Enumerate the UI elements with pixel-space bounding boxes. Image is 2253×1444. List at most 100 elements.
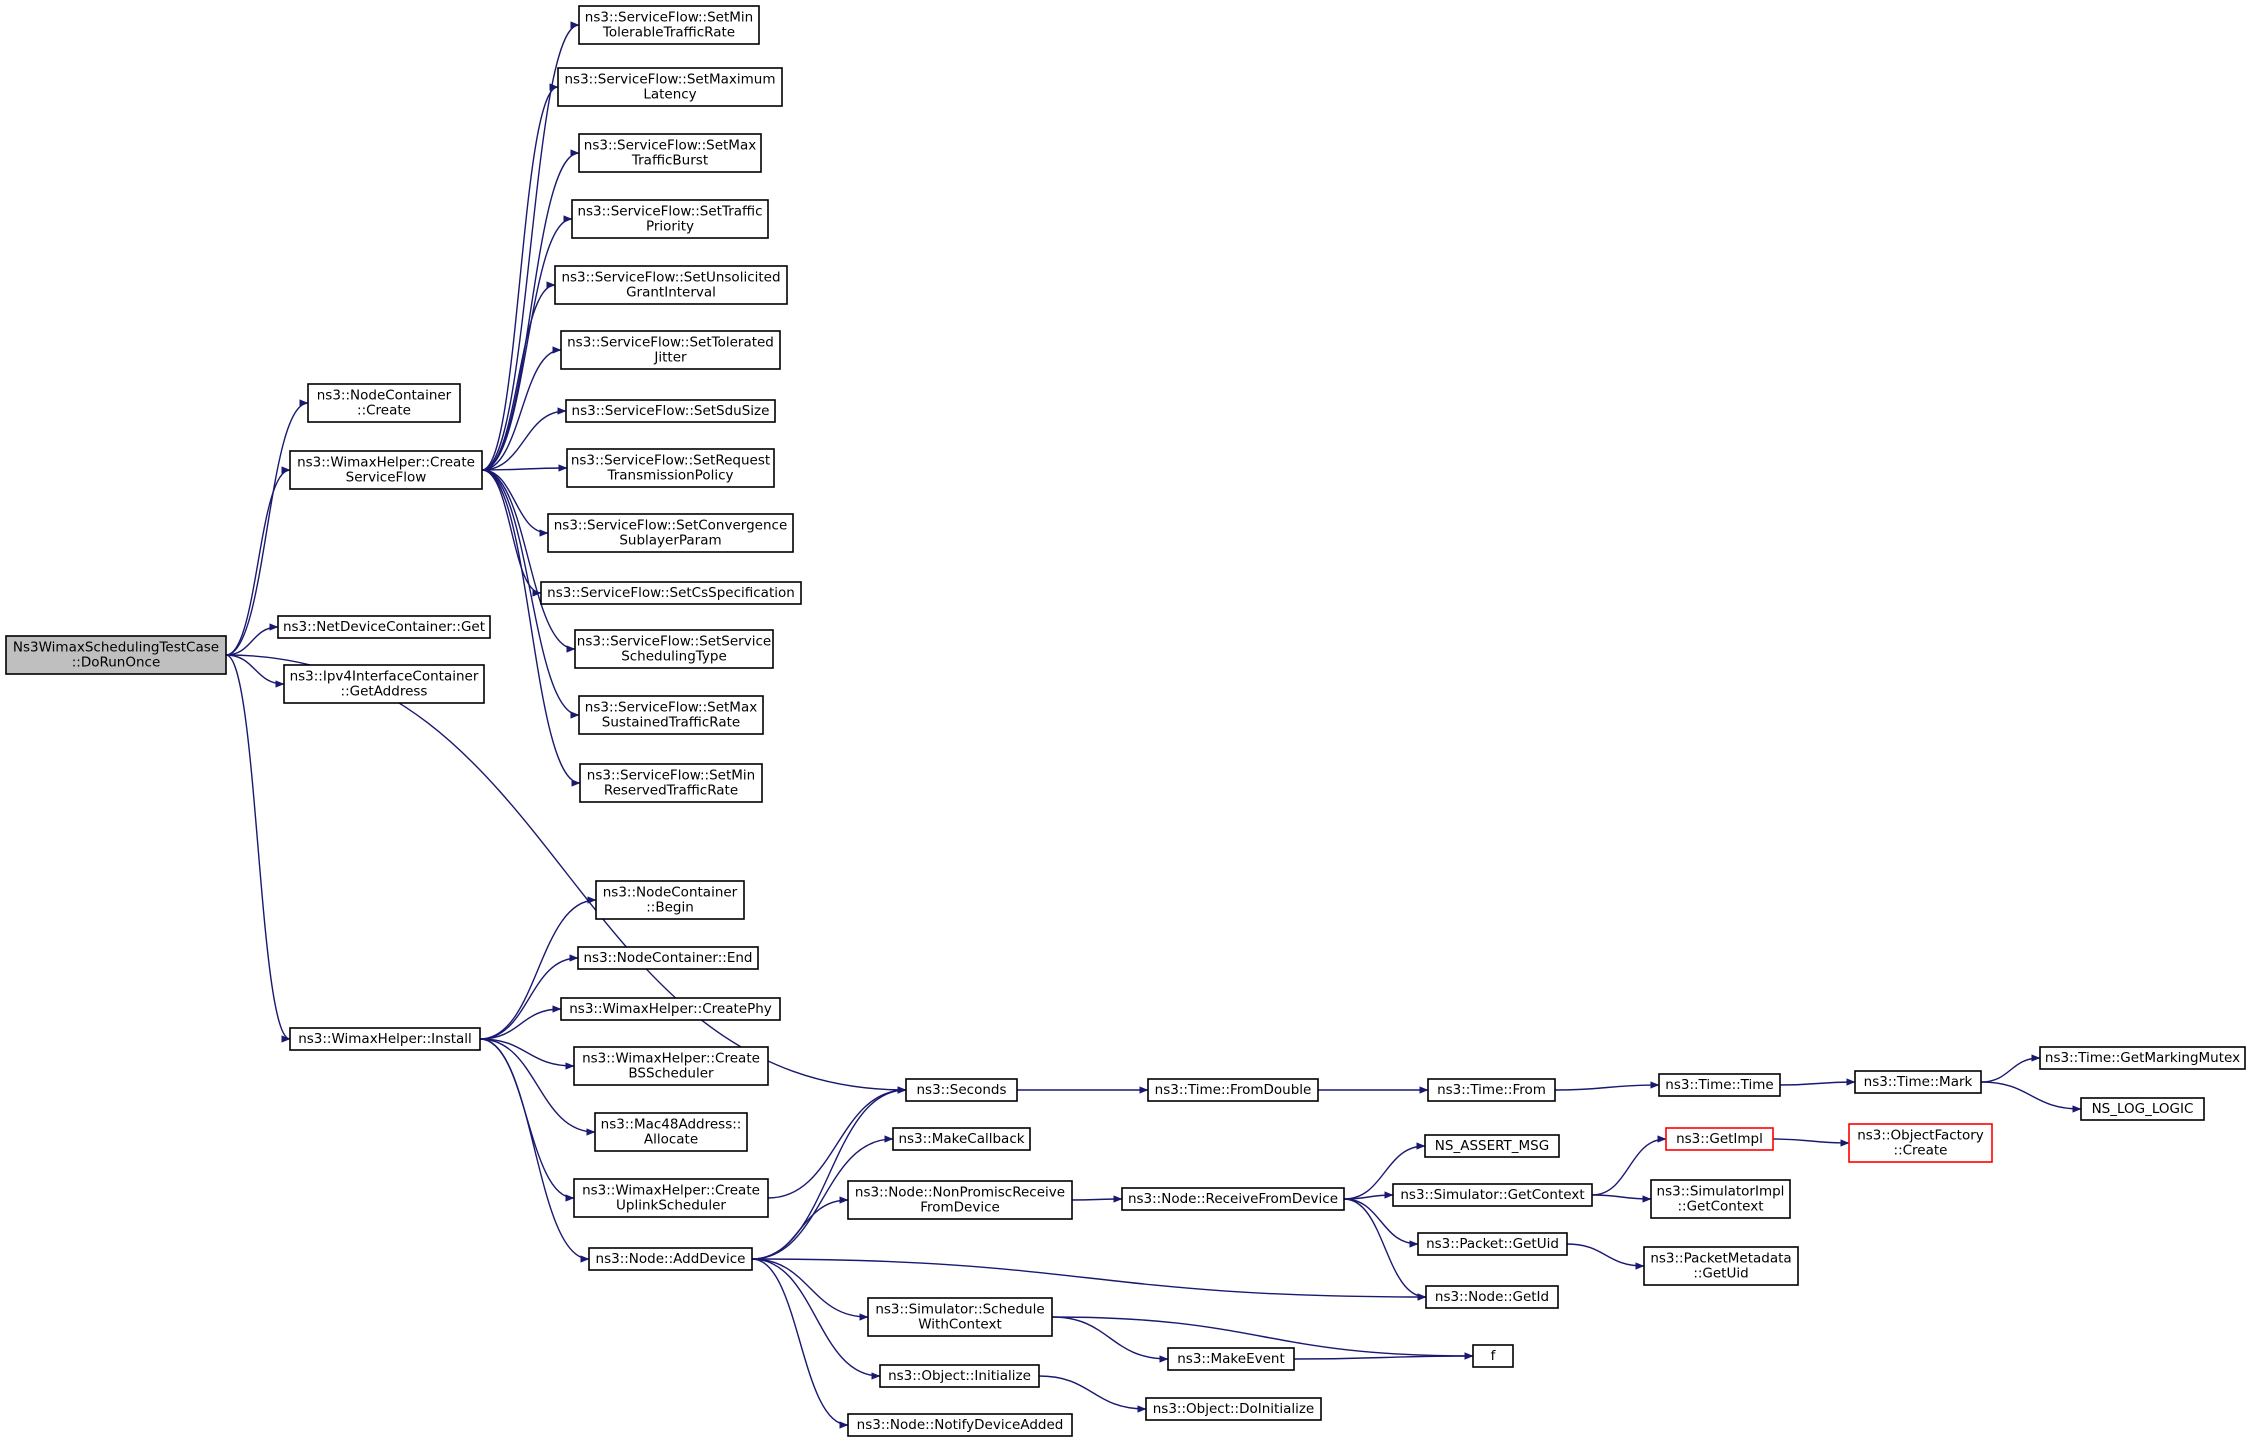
- node-nc-begin[interactable]: ns3::NodeContainer::Begin: [595, 880, 745, 920]
- node-box: [1145, 1397, 1322, 1421]
- edge-wh-csf-to-sf-maxburst: [481, 149, 580, 471]
- node-box: [1658, 1073, 1781, 1097]
- edge-time-time-to-time-mark: [1779, 1078, 1856, 1086]
- node-node-getid[interactable]: ns3::Node::GetId: [1425, 1285, 1559, 1309]
- node-label: ns3::Packet::GetUid: [1426, 1236, 1559, 1252]
- node-label: ns3::Time::From: [1437, 1082, 1546, 1098]
- node-label: ns3::WimaxHelper::Create: [582, 1051, 760, 1067]
- node-pm-getuid[interactable]: ns3::PacketMetadata::GetUid: [1643, 1246, 1799, 1286]
- node-ipv4-getaddr[interactable]: ns3::Ipv4InterfaceContainer::GetAddress: [283, 664, 485, 704]
- node-label: ns3::ServiceFlow::SetMax: [585, 700, 757, 716]
- node-nc-end[interactable]: ns3::NodeContainer::End: [577, 946, 759, 970]
- node-box: [557, 67, 783, 107]
- node-box: [579, 763, 763, 803]
- node-ndc-get[interactable]: ns3::NetDeviceContainer::Get: [277, 615, 491, 639]
- node-box: [1854, 1070, 1982, 1094]
- node-box: [595, 880, 745, 920]
- node-time-mark[interactable]: ns3::Time::Mark: [1854, 1070, 1982, 1094]
- node-node-adddev[interactable]: ns3::Node::AddDevice: [588, 1247, 753, 1271]
- edge-time-mark-to-time-gmm: [1980, 1054, 2041, 1083]
- node-label: ns3::ServiceFlow::SetTraffic: [577, 204, 762, 220]
- node-sf-rtp[interactable]: ns3::ServiceFlow::SetRequestTransmission…: [566, 448, 775, 488]
- node-time-from[interactable]: ns3::Time::From: [1427, 1078, 1556, 1102]
- edge-wh-cul-to-seconds: [767, 1086, 907, 1199]
- node-seconds[interactable]: ns3::Seconds: [905, 1078, 1018, 1102]
- edge-wh-csf-to-sf-mintol: [481, 21, 580, 471]
- edge-wh-install-to-nc-begin: [479, 896, 597, 1040]
- edge-sim-getctx-to-getimpl: [1591, 1135, 1667, 1196]
- node-label: ns3::ServiceFlow::SetMin: [585, 10, 753, 26]
- node-getimpl[interactable]: ns3::GetImpl: [1665, 1127, 1774, 1151]
- node-time-gmm[interactable]: ns3::Time::GetMarkingMutex: [2039, 1046, 2246, 1070]
- node-f[interactable]: f: [1472, 1344, 1514, 1368]
- edge-wh-csf-to-sf-sdu: [481, 407, 567, 471]
- edge-root-to-ndc-get: [225, 623, 279, 656]
- node-pkt-getuid[interactable]: ns3::Packet::GetUid: [1417, 1232, 1568, 1256]
- node-obj-doinit[interactable]: ns3::Object::DoInitialize: [1145, 1397, 1322, 1421]
- node-label: ns3::ServiceFlow::SetCsSpecification: [547, 585, 795, 601]
- node-label: ns3::Ipv4InterfaceContainer: [290, 669, 479, 685]
- node-label: TransmissionPolicy: [606, 468, 733, 484]
- node-box: [578, 5, 760, 45]
- node-simimpl-getctx[interactable]: ns3::SimulatorImpl::GetContext: [1650, 1179, 1791, 1219]
- node-label: SchedulingType: [621, 649, 727, 665]
- node-nc-create[interactable]: ns3::NodeContainer::Create: [307, 383, 461, 423]
- node-box: [554, 265, 788, 305]
- node-label: ns3::Simulator::GetContext: [1400, 1187, 1584, 1203]
- node-ns-log-logic[interactable]: NS_LOG_LOGIC: [2080, 1097, 2205, 1121]
- node-root[interactable]: Ns3WimaxSchedulingTestCase::DoRunOnce: [5, 635, 227, 675]
- node-box: [547, 513, 794, 553]
- node-label: BSScheduler: [628, 1066, 714, 1082]
- node-sf-minres[interactable]: ns3::ServiceFlow::SetMinReservedTrafficR…: [579, 763, 763, 803]
- edge-node-npr-to-node-rfd: [1071, 1195, 1123, 1203]
- node-node-rfd[interactable]: ns3::Node::ReceiveFromDevice: [1121, 1187, 1345, 1211]
- node-sim-getctx[interactable]: ns3::Simulator::GetContext: [1392, 1183, 1593, 1207]
- node-wh-install[interactable]: ns3::WimaxHelper::Install: [289, 1027, 481, 1051]
- node-box: [283, 664, 485, 704]
- node-sf-sdu[interactable]: ns3::ServiceFlow::SetSduSize: [565, 399, 776, 423]
- node-ns-assert[interactable]: NS_ASSERT_MSG: [1424, 1134, 1560, 1158]
- node-label: ns3::Node::GetId: [1435, 1289, 1549, 1305]
- edge-pkt-getuid-to-pm-getuid: [1566, 1243, 1645, 1270]
- node-box: [289, 1027, 481, 1051]
- node-label: ns3::NodeContainer: [317, 388, 452, 404]
- node-label: ns3::ServiceFlow::SetMaximum: [564, 72, 775, 88]
- node-sf-conv[interactable]: ns3::ServiceFlow::SetConvergenceSublayer…: [547, 513, 794, 553]
- node-label: ns3::Node::AddDevice: [596, 1251, 746, 1267]
- node-makecb[interactable]: ns3::MakeCallback: [892, 1127, 1031, 1151]
- node-makeevent[interactable]: ns3::MakeEvent: [1167, 1347, 1295, 1371]
- node-box: [2039, 1046, 2246, 1070]
- node-sf-sched[interactable]: ns3::ServiceFlow::SetServiceSchedulingTy…: [574, 629, 774, 669]
- node-sf-maxsus[interactable]: ns3::ServiceFlow::SetMaxSustainedTraffic…: [578, 695, 764, 735]
- node-time-fromdouble[interactable]: ns3::Time::FromDouble: [1147, 1078, 1319, 1102]
- node-box: [540, 581, 802, 605]
- node-sf-ugi[interactable]: ns3::ServiceFlow::SetUnsolicitedGrantInt…: [554, 265, 788, 305]
- node-box: [574, 629, 774, 669]
- node-node-nda[interactable]: ns3::Node::NotifyDeviceAdded: [847, 1413, 1073, 1437]
- node-label: ns3::WimaxHelper::CreatePhy: [569, 1001, 772, 1017]
- node-label: Ns3WimaxSchedulingTestCase: [13, 640, 219, 656]
- node-label: NS_ASSERT_MSG: [1435, 1138, 1549, 1154]
- node-box: [905, 1078, 1018, 1102]
- node-sf-csspec[interactable]: ns3::ServiceFlow::SetCsSpecification: [540, 581, 802, 605]
- node-mac48[interactable]: ns3::Mac48Address::Allocate: [594, 1112, 748, 1152]
- node-sf-mintol[interactable]: ns3::ServiceFlow::SetMinTolerableTraffic…: [578, 5, 760, 45]
- node-time-time[interactable]: ns3::Time::Time: [1658, 1073, 1781, 1097]
- node-label: ns3::ServiceFlow::SetService: [577, 634, 771, 650]
- edge-root-to-seconds: [225, 654, 907, 1094]
- node-label: SustainedTrafficRate: [602, 715, 740, 731]
- node-objfactory-create[interactable]: ns3::ObjectFactory::Create: [1848, 1123, 1993, 1163]
- edge-node-rfd-to-pkt-getuid: [1343, 1198, 1419, 1248]
- node-obj-init[interactable]: ns3::Object::Initialize: [879, 1364, 1040, 1388]
- node-wh-cphy[interactable]: ns3::WimaxHelper::CreatePhy: [560, 997, 781, 1021]
- node-label: ns3::Time::Mark: [1864, 1074, 1973, 1090]
